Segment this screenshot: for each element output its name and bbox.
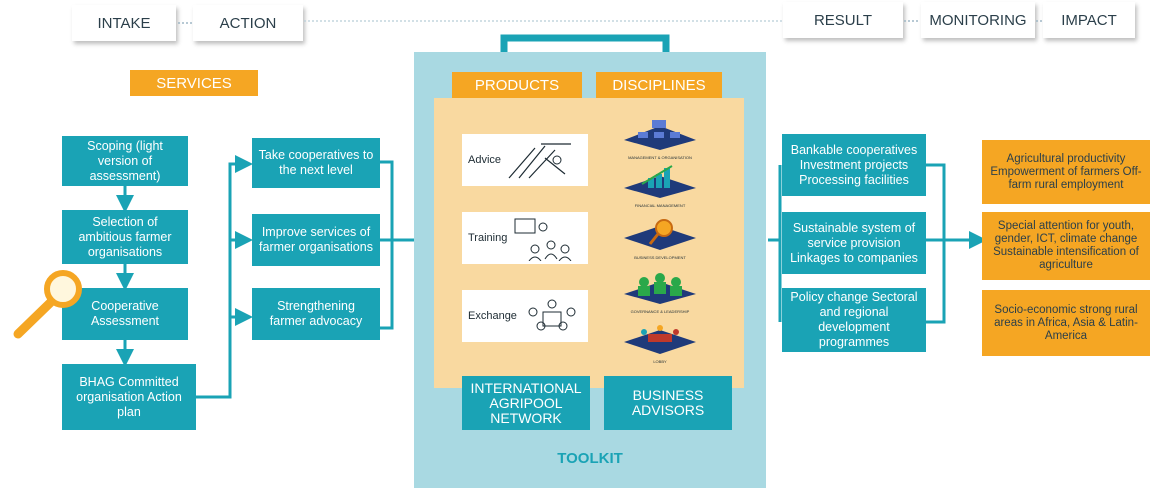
action-next-level: Take cooperatives to the next level [252,138,380,188]
discipline-governance-label: GOVERNANCE & LEADERSHIP [630,309,690,314]
services-label: SERVICES [130,70,258,96]
result-policy: Policy change Sectoral and regional deve… [782,288,926,352]
result-sustainable: Sustainable system of service provision … [782,212,926,274]
meeting-icon [624,325,696,354]
stage-result: RESULT [783,2,903,38]
product-training-label: Training [468,232,508,244]
discipline-governance: GOVERNANCE & LEADERSHIP [620,270,700,314]
stage-intake: INTAKE [72,5,176,41]
stage-action: ACTION [193,5,303,41]
discipline-financial: FINANCIAL MANAGEMENT [620,164,700,208]
group-icon [624,273,696,304]
discipline-lobby-label: LOBBY [653,359,667,364]
disciplines-label: DISCIPLINES [596,72,722,98]
impact-special-attention: Special attention for youth, gender, ICT… [982,212,1150,280]
discipline-financial-label: FINANCIAL MANAGEMENT [634,203,686,208]
business-advisors: BUSINESS ADVISORS [604,376,732,430]
magnifier-icon [13,270,82,339]
products-label: PRODUCTS [452,72,582,98]
discipline-business-label: BUSINESS DEVELOPMENT [634,255,686,260]
product-training: Training [462,212,588,264]
dollar-search-icon [624,219,696,250]
advice-icon [508,143,572,179]
product-advice: Advice [462,134,588,186]
org-chart-icon [624,120,696,150]
result-bankable: Bankable cooperatives Investment project… [782,134,926,196]
training-icon [514,218,572,261]
product-exchange-label: Exchange [468,310,517,322]
bar-growth-icon [624,165,696,198]
product-advice-label: Advice [468,154,502,166]
stage-impact: IMPACT [1043,2,1135,38]
impact-socio-economic: Socio-economic strong rural areas in Afr… [982,290,1150,356]
discipline-lobby: LOBBY [620,320,700,364]
action-improve-services: Improve services of farmer organisations [252,214,380,266]
step-selection: Selection of ambitious farmer organisati… [62,210,188,264]
toolkit-label: TOOLKIT [557,450,623,467]
action-advocacy: Strengthening farmer advocacy [252,288,380,340]
step-scoping: Scoping (light version of assessment) [62,136,188,186]
discipline-business: BUSINESS DEVELOPMENT [620,216,700,260]
step-bhag: BHAG Committed organisation Action plan [62,364,196,430]
step-cooperative-assessment: Cooperative Assessment [62,288,188,340]
exchange-icon [528,299,576,331]
impact-productivity: Agricultural productivity Empowerment of… [982,140,1150,204]
stage-monitoring: MONITORING [921,2,1035,38]
product-exchange: Exchange [462,290,588,342]
discipline-management-label: MANAGEMENT & ORGANISATION [628,155,692,160]
discipline-management: MANAGEMENT & ORGANISATION [620,118,700,160]
agripool-network: INTERNATIONAL AGRIPOOL NETWORK [462,376,590,430]
